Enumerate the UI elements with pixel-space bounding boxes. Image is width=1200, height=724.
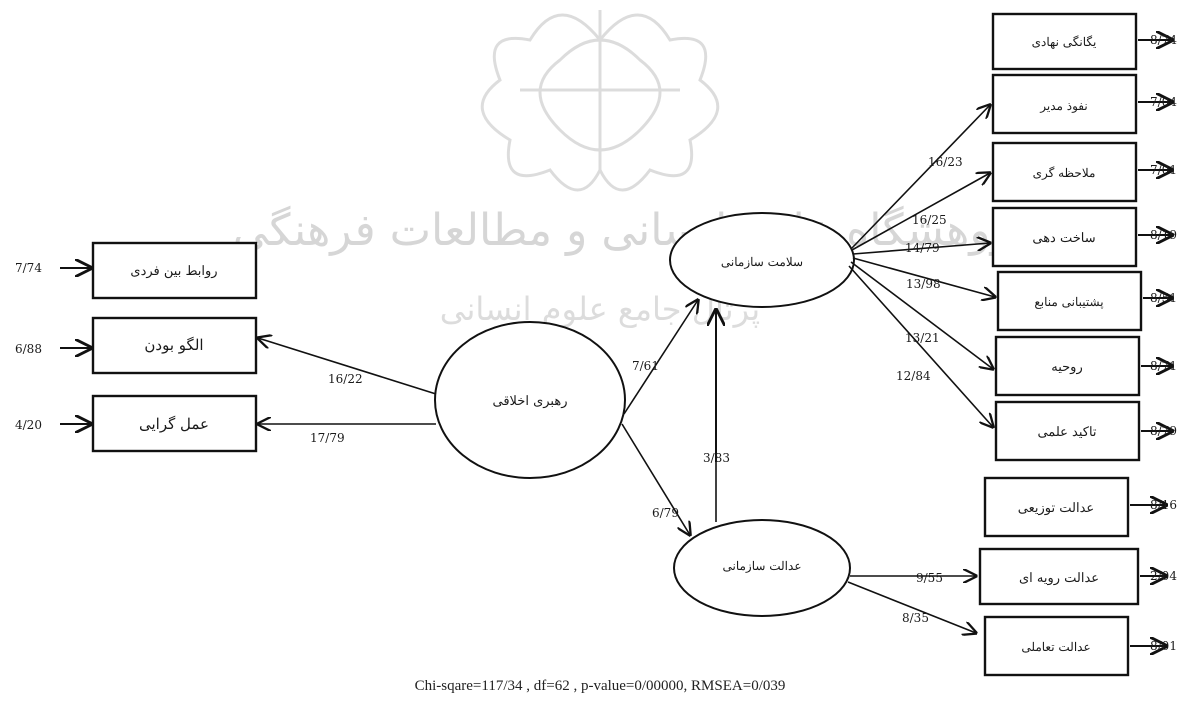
indicator-label: روحیه [1051, 360, 1082, 375]
error-value: 6/88 [15, 342, 42, 356]
loading-line [852, 257, 995, 297]
structural-path [623, 300, 698, 415]
indicator-label: ساخت دهی [1032, 231, 1095, 246]
latent-label: سلامت سازمانی [721, 255, 803, 269]
indicator-procedural-justice: عدالت رویه ای [978, 547, 1140, 606]
indicator-label: پشتیبانی منابع [1034, 295, 1103, 309]
loading-line [848, 265, 993, 427]
path-coefficient: 16/23 [928, 155, 963, 169]
latent-label: رهبری اخلاقی [493, 394, 568, 409]
loading-line [258, 338, 437, 395]
loading-line [851, 105, 990, 249]
watermark-logo [480, 10, 720, 192]
indicator-label: عدالت تعاملی [1021, 640, 1090, 654]
watermark-line-1: پژوهشگاه علوم انسانی و مطالعات فرهنگی [233, 205, 1027, 256]
loading-line [851, 173, 990, 251]
indicator-label: ملاحظه گری [1033, 166, 1096, 180]
latent-ethical-leadership [434, 321, 626, 479]
indicator-institutional-integrity: یگانگی نهادی [991, 12, 1138, 71]
indicator-interpersonal: روابط بین فردی [91, 241, 258, 300]
path-coefficient: 14/79 [905, 241, 940, 255]
latent-organizational-health [669, 212, 855, 308]
indicator-consideration: ملاحظه گری [991, 141, 1138, 203]
path-coefficient: 16/22 [328, 372, 363, 386]
loading-line [852, 243, 990, 255]
error-value: 8/51 [1150, 291, 1177, 305]
error-value: 8/01 [1150, 639, 1177, 653]
path-coefficient: 3/83 [703, 451, 730, 465]
error-value: 8/71 [1150, 359, 1177, 373]
health-error-arrows [1138, 40, 1172, 431]
indicator-label: روابط بین فردی [130, 264, 217, 279]
indicator-principal-influence: نفوذ مدیر [991, 73, 1138, 135]
loading-line [850, 261, 993, 369]
health-loadings [848, 105, 995, 427]
latent-organizational-justice [673, 519, 851, 617]
path-coefficient: 6/79 [652, 506, 679, 520]
indicator-morale: روحیه [994, 335, 1141, 397]
error-value: 7/04 [1150, 95, 1177, 109]
error-value: 7/74 [15, 261, 42, 275]
path-coefficient: 8/35 [902, 611, 929, 625]
path-coefficient: 7/61 [632, 359, 659, 373]
indicator-label: تاکید علمی [1037, 425, 1096, 440]
path-coefficient: 16/25 [912, 213, 947, 227]
error-value: 7/01 [1150, 163, 1177, 177]
loading-line [847, 581, 976, 633]
indicator-label: عدالت توزیعی [1018, 501, 1094, 516]
indicator-label: نفوذ مدیر [1039, 99, 1087, 113]
error-value: 8/19 [1150, 228, 1177, 242]
error-value: 8/79 [1150, 424, 1177, 438]
indicator-interactional-justice: عدالت تعاملی [983, 615, 1130, 677]
path-coefficient: 13/98 [906, 277, 941, 291]
latent-label: عدالت سازمانی [723, 559, 802, 573]
indicator-pragmatism: عمل گرایی [91, 394, 258, 453]
indicator-resource-support: پشتیبانی منابع [996, 270, 1143, 332]
indicator-academic-emphasis: تاکید علمی [994, 400, 1141, 462]
error-value: 4/20 [15, 418, 42, 432]
indicator-role-model: الگو بودن [91, 316, 258, 375]
indicator-label: عدالت رویه ای [1019, 571, 1099, 586]
path-coefficient: 17/79 [310, 431, 345, 445]
error-value: 8/16 [1150, 498, 1177, 512]
indicator-distributive-justice: عدالت توزیعی [983, 476, 1130, 538]
error-value: 8/74 [1150, 33, 1177, 47]
path-coefficient: 13/21 [905, 331, 940, 345]
structural-path [621, 423, 690, 535]
error-value: 2/04 [1150, 569, 1177, 583]
indicator-initiating-structure: ساخت دهی [991, 206, 1138, 268]
fit-statistics: Chi-sqare=117/34 , df=62 , p-value=0/000… [414, 678, 786, 694]
indicator-label: عمل گرایی [139, 415, 209, 433]
indicator-label: الگو بودن [144, 336, 203, 354]
path-coefficient: 9/55 [916, 571, 943, 585]
indicator-label: یگانگی نهادی [1032, 35, 1097, 49]
path-coefficient: 12/84 [896, 369, 931, 383]
